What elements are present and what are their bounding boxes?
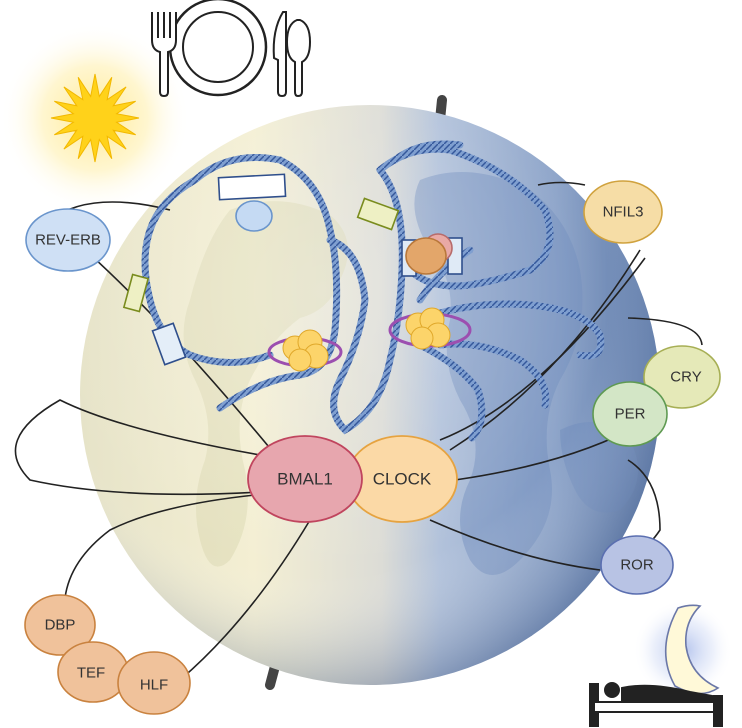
sun-icon bbox=[0, 23, 190, 213]
node-bmal1: BMAL1 bbox=[247, 435, 363, 523]
node-hlf: HLF bbox=[117, 651, 191, 715]
node-per-label: PER bbox=[615, 406, 646, 423]
node-nfil3: NFIL3 bbox=[583, 180, 663, 244]
globe-earth bbox=[80, 105, 660, 685]
node-dbp-label: DBP bbox=[45, 617, 76, 634]
node-cry-label: CRY bbox=[670, 369, 701, 386]
node-ror: ROR bbox=[600, 535, 674, 595]
node-clock: CLOCK bbox=[346, 435, 458, 523]
node-tef: TEF bbox=[57, 641, 129, 703]
node-cry: CRY bbox=[643, 345, 721, 409]
bed-sleeping-person-icon bbox=[589, 682, 723, 727]
node-per: PER bbox=[592, 381, 668, 447]
node-nfil3-label: NFIL3 bbox=[603, 204, 644, 221]
node-tef-label: TEF bbox=[77, 665, 105, 682]
plate-cutlery-icon bbox=[151, 0, 312, 98]
nucleosome-icon bbox=[267, 307, 472, 372]
node-hlf-label: HLF bbox=[140, 677, 168, 694]
node-bmal1-label: BMAL1 bbox=[277, 470, 333, 489]
connection-lines bbox=[14, 181, 703, 681]
node-dbp: DBP bbox=[24, 594, 96, 656]
dna-binding-sites bbox=[122, 173, 463, 366]
node-ror-label: ROR bbox=[620, 557, 654, 574]
node-clock-label: CLOCK bbox=[373, 470, 432, 489]
node-rev-erb-label: REV-ERB bbox=[35, 232, 101, 249]
node-rev-erb: REV-ERB bbox=[25, 208, 111, 272]
moon-icon bbox=[633, 600, 733, 700]
